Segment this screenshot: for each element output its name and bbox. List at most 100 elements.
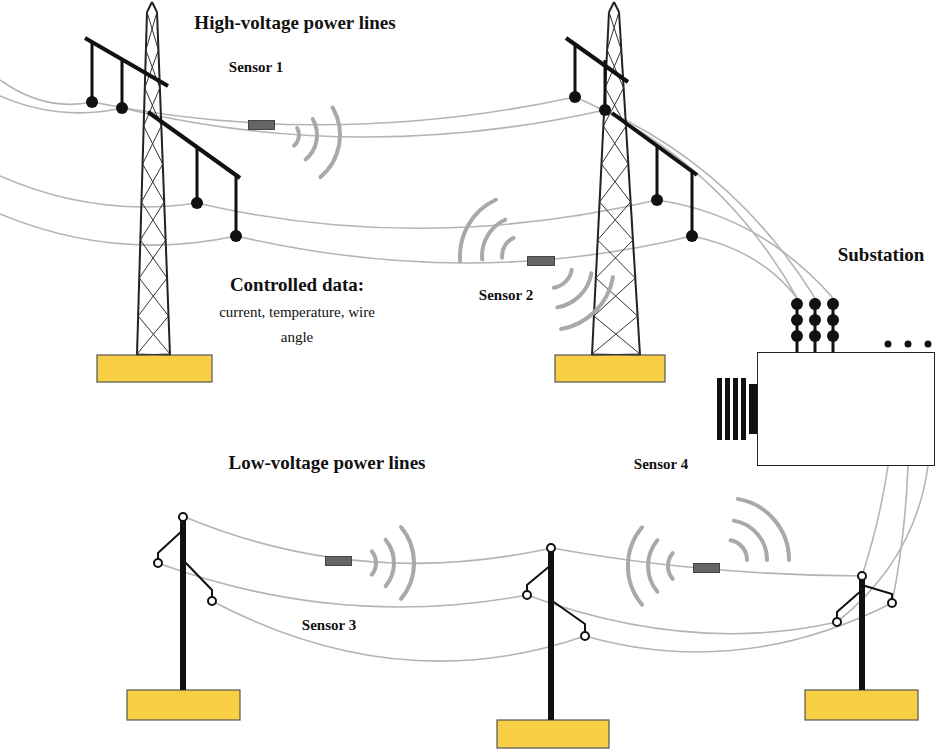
lattice-brace [145, 50, 159, 88]
wave-arc [557, 273, 591, 307]
node-label: Sensor 4 [634, 456, 688, 473]
pole-arm [183, 560, 212, 597]
lattice-brace [592, 354, 640, 355]
power-wire [158, 563, 527, 607]
lattice-brace [592, 316, 638, 354]
insulator-string [604, 60, 607, 110]
power-wire [0, 214, 236, 245]
tower-leg [147, 2, 152, 12]
power-wire [122, 108, 605, 137]
power-wire [585, 603, 892, 652]
node-label: Substation [838, 244, 925, 266]
insulator [599, 104, 611, 116]
power-wire [552, 548, 862, 576]
insulator-string [574, 43, 577, 97]
lattice-brace [140, 240, 167, 278]
lattice-brace [594, 278, 635, 316]
insulator-string [196, 147, 199, 203]
radio-waves [731, 499, 790, 560]
data-heading: Controlled data: [230, 274, 364, 296]
lattice-brace [600, 202, 633, 240]
bushing-disc [791, 298, 803, 310]
radio-waves [372, 527, 414, 599]
wave-arc [306, 119, 317, 160]
lattice-brace [609, 12, 621, 50]
wave-arc [628, 527, 642, 604]
insulator-string [235, 175, 238, 236]
insulator [686, 230, 698, 242]
cross-arm [148, 112, 240, 178]
lattice-brace [141, 202, 165, 240]
insulator [651, 194, 663, 206]
lattice-brace [141, 164, 162, 202]
foundation [127, 690, 240, 720]
lattice-brace [592, 354, 640, 355]
wave-arc [738, 499, 789, 560]
power-wire [605, 110, 815, 298]
insulator [230, 230, 242, 242]
pole-shaft [859, 577, 865, 690]
lattice-tower [566, 2, 698, 355]
power-wire [692, 236, 797, 298]
bushing-disc [827, 298, 839, 310]
lattice-brace [138, 316, 170, 354]
lattice-brace [143, 164, 165, 202]
insulator-string [91, 42, 94, 102]
insulator [116, 102, 128, 114]
wave-arc [734, 521, 767, 560]
sensor-device: Sensor 3 [325, 556, 352, 566]
foundation [497, 720, 609, 748]
power-wire [575, 97, 797, 298]
pole-insulator [547, 544, 555, 552]
bushing-disc [827, 330, 839, 342]
substation-box: Substation [757, 352, 935, 466]
radio-waves [294, 108, 340, 178]
power-wire [527, 595, 837, 634]
wave-arc [401, 527, 414, 599]
lattice-brace [596, 240, 633, 278]
lattice-brace [601, 126, 626, 164]
lattice-tower [85, 2, 242, 355]
transformer-core-bar [733, 378, 738, 440]
pole-arm [551, 600, 585, 632]
power-wire [892, 466, 908, 603]
insulator [191, 197, 203, 209]
utility-pole [154, 513, 216, 690]
lattice-brace [598, 240, 636, 278]
wave-arc [668, 553, 673, 579]
sensor-device: Sensor 4 [693, 563, 720, 573]
pole-insulator [154, 559, 162, 567]
wave-arc [460, 200, 496, 262]
data-list: current, temperature, wire angle [211, 300, 383, 350]
lattice-brace [137, 354, 170, 355]
pole-shaft [180, 518, 186, 690]
bushing-disc [791, 330, 803, 342]
cross-arm [612, 113, 697, 175]
lattice-brace [598, 202, 631, 240]
lattice-brace [139, 278, 168, 316]
bushing-disc [827, 314, 839, 326]
transformer-core-bar [717, 378, 722, 440]
insulator-string [691, 171, 694, 236]
power-wire [0, 176, 197, 207]
pole-arm [527, 565, 551, 591]
bushing-disc [791, 314, 803, 326]
tower-leg [609, 2, 614, 12]
node-label: Sensor 1 [229, 59, 283, 76]
lattice-brace [137, 354, 170, 355]
utility-pole [833, 572, 896, 690]
wave-arc [320, 108, 340, 178]
wave-arc [372, 551, 376, 574]
pole-arm [862, 585, 892, 599]
bushing-disc [809, 298, 821, 310]
lattice-brace [596, 278, 638, 316]
transformer-core-bar [725, 378, 730, 440]
radio-waves [460, 200, 514, 262]
lattice-brace [146, 12, 157, 50]
wave-arc [482, 220, 505, 260]
wave-arc [294, 128, 299, 146]
radio-waves [554, 270, 613, 329]
bushing-disc [809, 330, 821, 342]
